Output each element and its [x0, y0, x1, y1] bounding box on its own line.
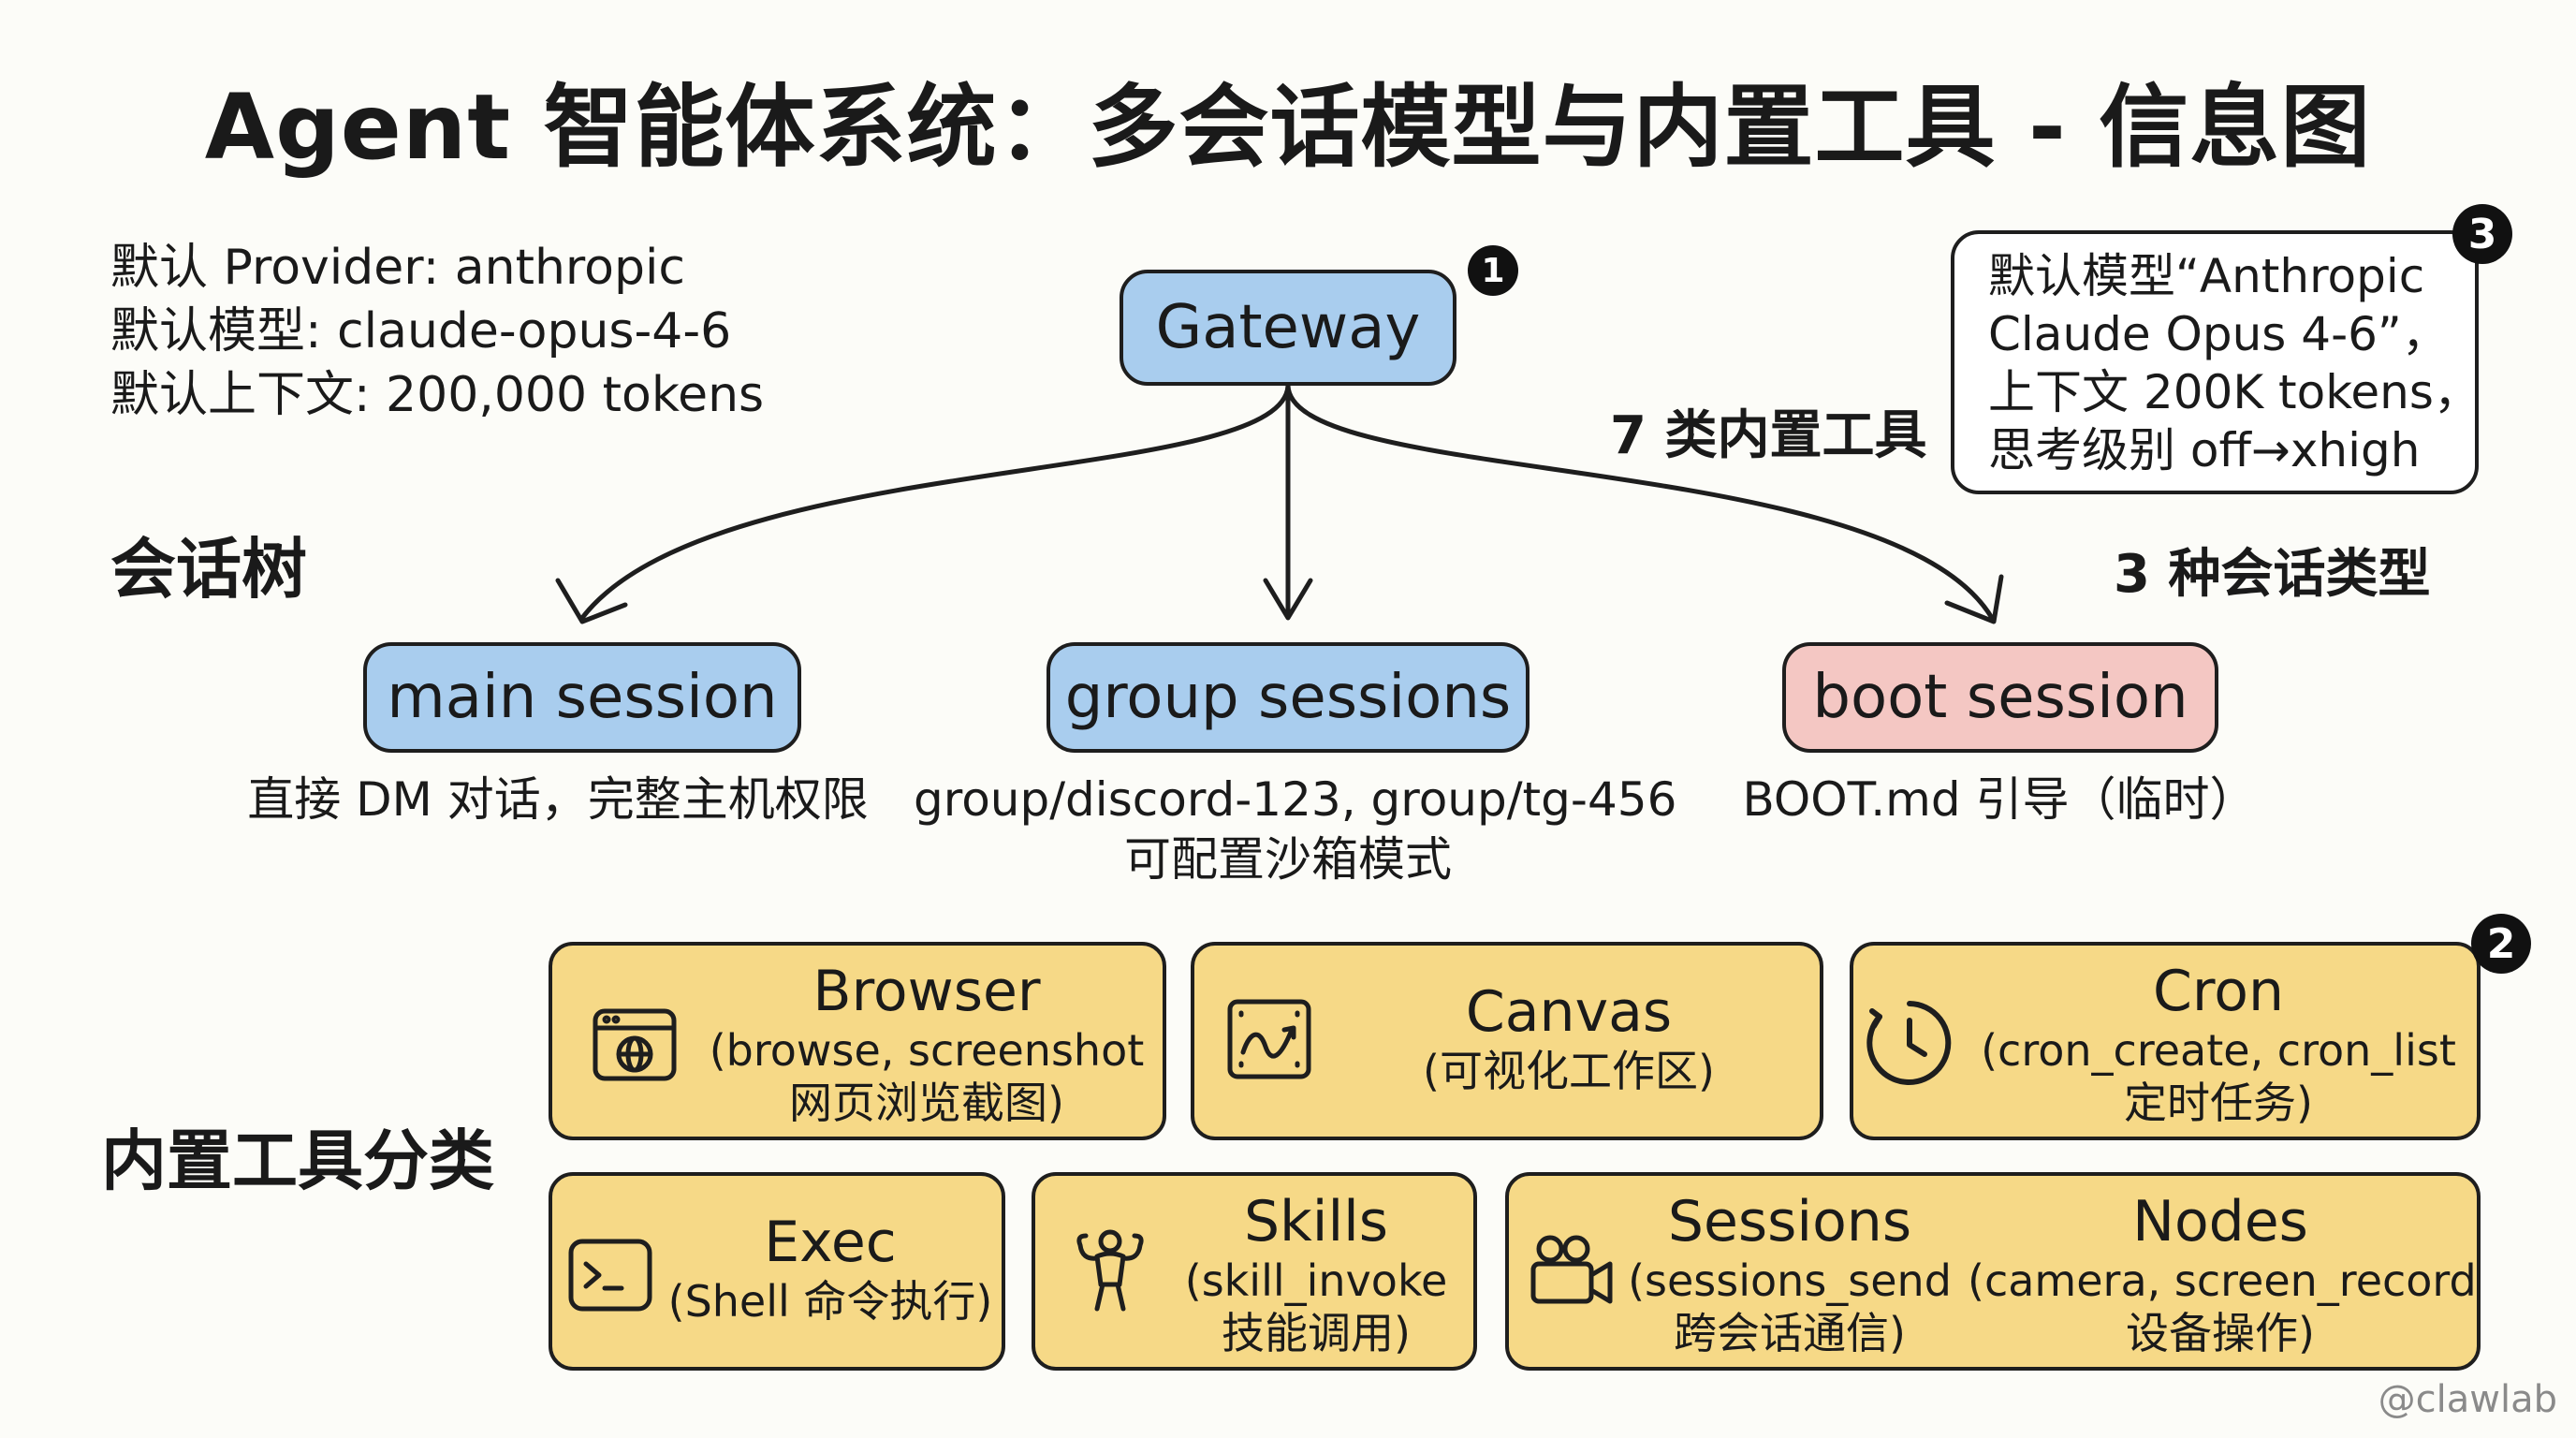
badge-1: 1	[1468, 245, 1518, 296]
cron-name: Cron	[2153, 959, 2284, 1024]
browser-name: Browser	[812, 959, 1041, 1024]
default-model: 默认模型: claude-opus-4-6	[110, 303, 732, 360]
callout-line: 默认模型“Anthropic	[1988, 249, 2425, 303]
tool-cron: Cron (cron_create, cron_list 定时任务)	[1850, 942, 2481, 1140]
default-provider: 默认 Provider: anthropic	[110, 240, 686, 296]
callout-line: 上下文 200K tokens，	[1988, 365, 2481, 419]
nodes-text: Nodes (camera, screen_record 设备操作)	[1968, 1189, 2477, 1359]
exec-text: Exec (Shell 命令执行)	[657, 1210, 1003, 1328]
tool-canvas: Canvas (可视化工作区)	[1191, 942, 1823, 1140]
canvas-text: Canvas (可视化工作区)	[1335, 979, 1803, 1097]
gateway-node: Gateway	[1120, 270, 1456, 386]
badge-3: 3	[2452, 204, 2512, 264]
group-sessions-desc: group/discord-123, group/tg-456 可配置沙箱模式	[914, 770, 1677, 889]
boot-session-desc-line: BOOT.md 引导（临时）	[1742, 772, 2257, 827]
browser-desc: (browse, screenshot	[709, 1025, 1145, 1076]
boot-session-desc: BOOT.md 引导（临时）	[1719, 770, 2280, 829]
cron-desc: 定时任务)	[2124, 1078, 2313, 1128]
group-sessions-desc-line: group/discord-123, group/tg-456	[914, 772, 1677, 827]
browser-desc: 网页浏览截图)	[789, 1078, 1064, 1128]
default-context: 默认上下文: 200,000 tokens	[110, 367, 765, 423]
tool-browser: Browser (browse, screenshot 网页浏览截图)	[549, 942, 1166, 1140]
page-title: Agent 智能体系统：多会话模型与内置工具 - 信息图	[204, 75, 2372, 180]
cron-text: Cron (cron_create, cron_list 定时任务)	[1956, 959, 2481, 1129]
badge-2: 2	[2471, 914, 2531, 974]
arrow-to-main	[579, 383, 1291, 621]
terminal-icon	[568, 1239, 652, 1312]
clock-icon	[1866, 1001, 1952, 1085]
canvas-desc: (可视化工作区)	[1423, 1046, 1715, 1096]
canvas-name: Canvas	[1465, 979, 1673, 1045]
callout-line: 思考级别 off→xhigh	[1988, 423, 2421, 477]
browser-icon	[593, 1008, 677, 1081]
tool-skills: Skills (skill_invoke 技能调用)	[1032, 1172, 1477, 1371]
gateway-label: Gateway	[1155, 293, 1421, 362]
boot-session-label: boot session	[1812, 663, 2188, 732]
model-callout: 默认模型“Anthropic Claude Opus 4-6”， 上下文 200…	[1951, 230, 2481, 494]
skills-text: Skills (skill_invoke 技能调用)	[1166, 1189, 1466, 1359]
nodes-desc: (camera, screen_record	[1968, 1255, 2477, 1306]
main-session-label: main session	[387, 663, 778, 732]
exec-desc: (Shell 命令执行)	[667, 1276, 993, 1327]
main-session-desc-line: 直接 DM 对话，完整主机权限	[247, 772, 869, 827]
nodes-desc: 设备操作)	[2126, 1308, 2315, 1358]
session-types-label: 3 种会话类型	[2114, 544, 2431, 605]
nodes-name: Nodes	[2132, 1189, 2308, 1255]
tool-exec: Exec (Shell 命令执行)	[549, 1172, 1005, 1371]
skills-name: Skills	[1243, 1189, 1389, 1255]
boot-session-node: boot session	[1782, 642, 2218, 753]
arrow-to-main-head	[555, 578, 628, 624]
arrow-to-group-head	[1263, 578, 1313, 621]
arrow-to-boot-head	[1944, 574, 2004, 624]
watermark: @clawlab	[2378, 1378, 2557, 1421]
sessions-desc: 跨会话通信)	[1674, 1308, 1906, 1358]
tool-categories-label: 内置工具分类	[101, 1123, 494, 1199]
arrow-to-boot	[1285, 383, 1995, 621]
sessions-name: Sessions	[1667, 1189, 1912, 1255]
defaults-info: 默认 Provider: anthropic 默认模型: claude-opus…	[110, 236, 764, 427]
group-sessions-node: group sessions	[1046, 642, 1530, 753]
group-sessions-label: group sessions	[1064, 663, 1512, 732]
sessions-text: Sessions (sessions_send 跨会话通信)	[1621, 1189, 1958, 1359]
main-session-desc: 直接 DM 对话，完整主机权限	[183, 770, 932, 829]
group-sessions-desc-line: 可配置沙箱模式	[1124, 832, 1452, 887]
tool-sessions-nodes: Sessions (sessions_send 跨会话通信) Nodes (ca…	[1505, 1172, 2481, 1371]
callout-line: Claude Opus 4-6”，	[1988, 307, 2449, 361]
muscle-icon	[1076, 1229, 1144, 1312]
cron-desc: (cron_create, cron_list	[1981, 1025, 2456, 1076]
main-session-node: main session	[363, 642, 801, 753]
skills-desc: 技能调用)	[1222, 1308, 1411, 1358]
exec-name: Exec	[764, 1210, 897, 1275]
camera-icon	[1530, 1235, 1613, 1304]
sessions-desc: (sessions_send	[1628, 1255, 1952, 1306]
browser-text: Browser (browse, screenshot 网页浏览截图)	[693, 959, 1161, 1129]
session-tree-label: 会话树	[110, 531, 307, 608]
skills-desc: (skill_invoke	[1184, 1255, 1448, 1306]
tools-count-label: 7 类内置工具	[1610, 405, 1927, 466]
canvas-icon	[1227, 999, 1311, 1079]
